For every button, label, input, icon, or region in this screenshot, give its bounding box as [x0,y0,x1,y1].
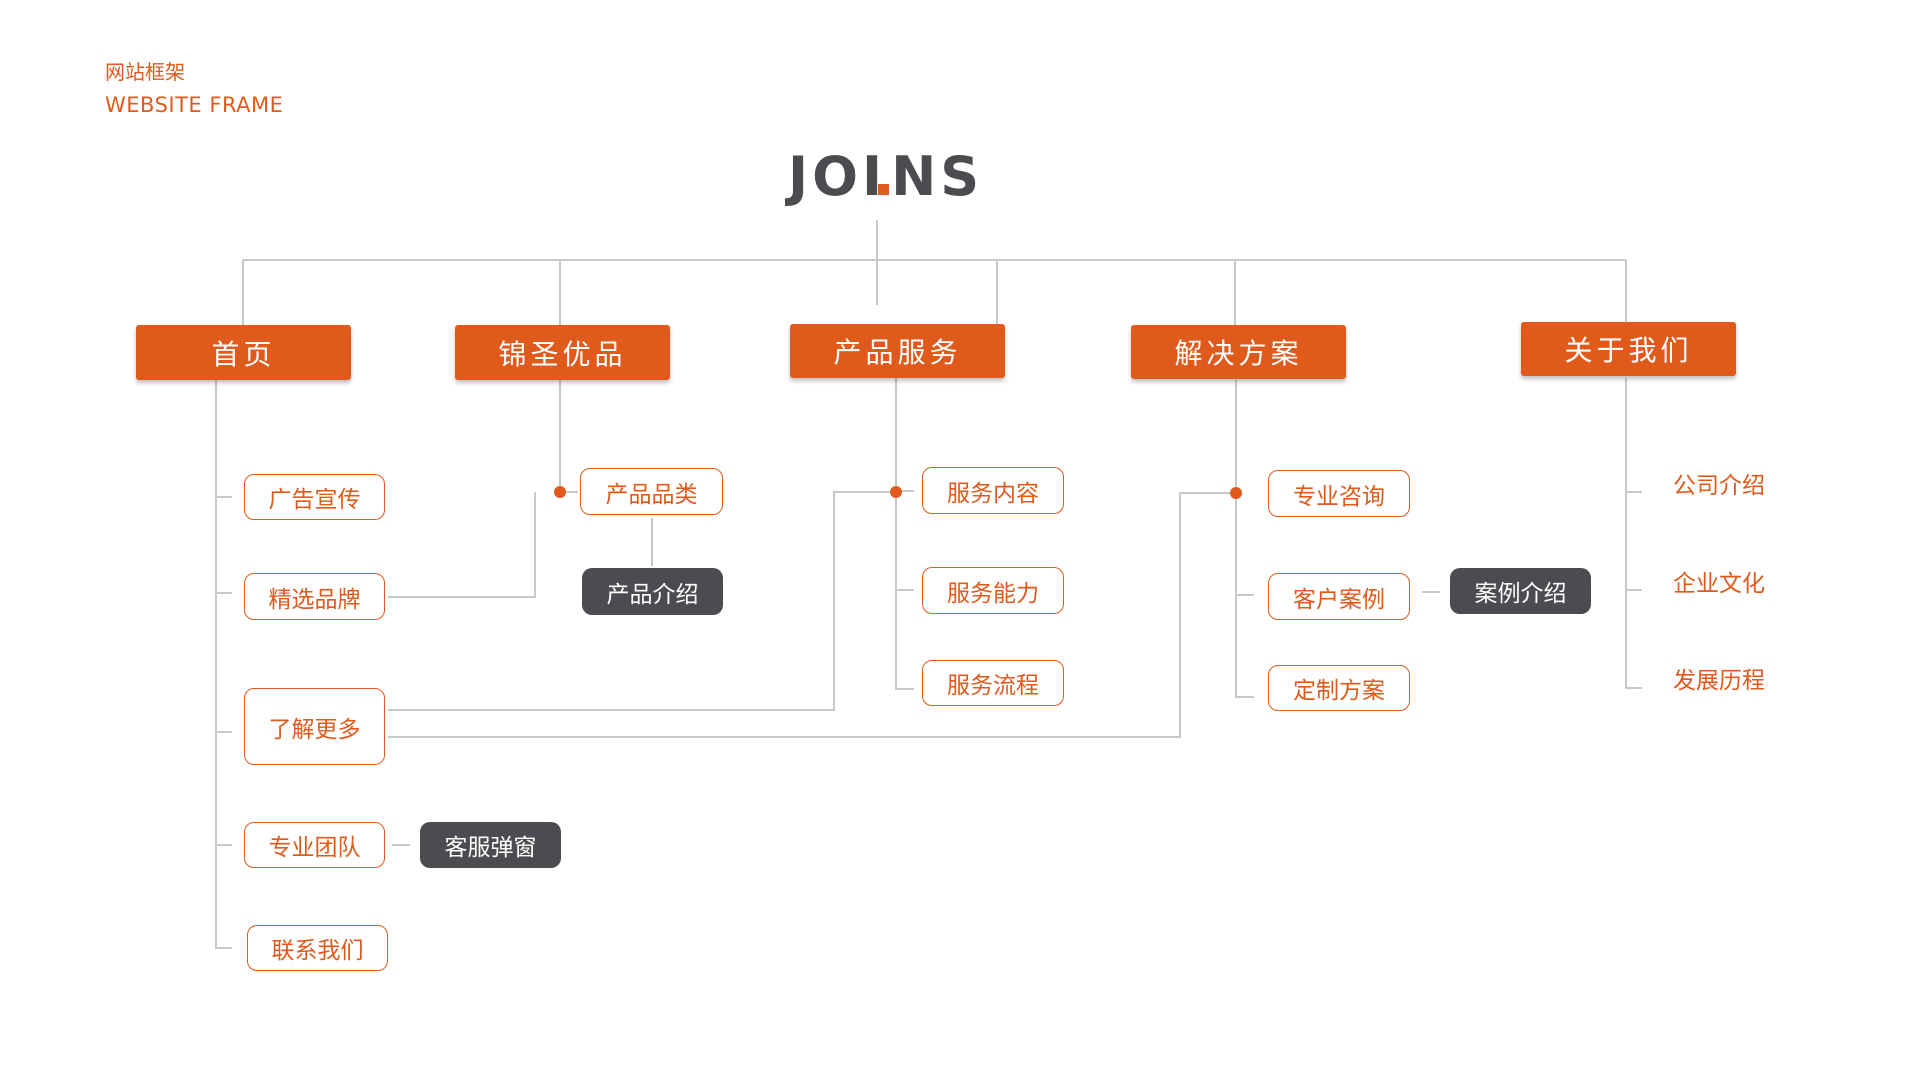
page-title-cn: 网站框架 [105,60,185,84]
page-title-en: WEBSITE FRAME [105,93,284,117]
nav-jinsheng-products[interactable]: 锦圣优品 [455,325,670,380]
joins-logo: JOINS [788,150,983,204]
junction-dots [554,486,1242,499]
nav-about-us[interactable]: 关于我们 [1521,322,1736,376]
junction-dot-2 [890,486,902,498]
sub-service-capability[interactable]: 服务能力 [922,567,1064,614]
logo-dot [878,184,890,195]
sub-learn-more[interactable]: 了解更多 [244,688,385,765]
sub-customer-cases[interactable]: 客户案例 [1268,573,1410,620]
detail-service-popup[interactable]: 客服弹窗 [420,822,561,868]
logo-text-mid: N [891,145,941,208]
sub-professional-team[interactable]: 专业团队 [244,822,385,868]
sub-featured-brands[interactable]: 精选品牌 [244,573,385,620]
sub-service-process[interactable]: 服务流程 [922,660,1064,706]
sub-service-content[interactable]: 服务内容 [922,467,1064,514]
junction-dot-3 [1230,487,1242,499]
sub-contact-us[interactable]: 联系我们 [247,925,388,971]
nav-home[interactable]: 首页 [136,325,351,380]
sub-product-category[interactable]: 产品品类 [580,468,723,515]
detail-case-intro[interactable]: 案例介绍 [1450,568,1591,614]
sub-professional-consulting[interactable]: 专业咨询 [1268,470,1410,517]
nav-solutions[interactable]: 解决方案 [1131,325,1346,379]
sub-custom-solutions[interactable]: 定制方案 [1268,665,1410,711]
sub-advertising[interactable]: 广告宣传 [244,474,385,520]
sub-corporate-culture[interactable]: 企业文化 [1673,571,1765,597]
sub-development-history[interactable]: 发展历程 [1673,668,1765,694]
logo-text-right: S [940,145,984,208]
sub-company-intro[interactable]: 公司介绍 [1673,473,1765,499]
logo-text-left: JOI [788,145,887,208]
nav-product-service[interactable]: 产品服务 [790,324,1005,378]
junction-dot-1 [554,486,566,498]
detail-product-intro[interactable]: 产品介绍 [582,568,723,615]
